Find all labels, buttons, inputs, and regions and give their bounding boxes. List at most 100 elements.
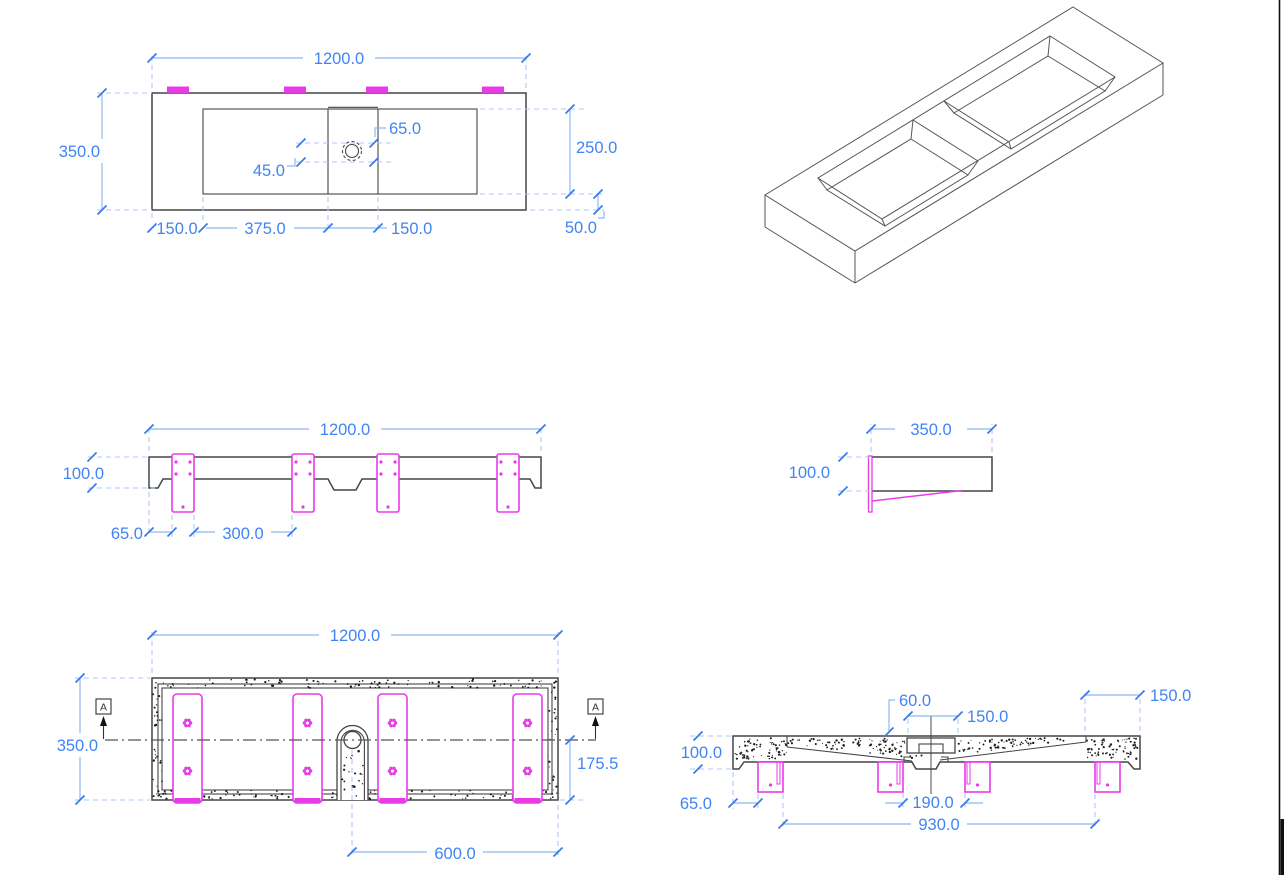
- mounting-bracket[interactable]: [496, 453, 520, 513]
- dim-tick-icon: [74, 672, 86, 684]
- bottom-view[interactable]: A A 1200.0 350.0 175.5 600.0: [44, 627, 618, 863]
- dim-tick-icon: [188, 526, 200, 538]
- dim-plan-edge-left[interactable]: 150.0: [156, 220, 197, 238]
- front-profile[interactable]: [148, 456, 542, 491]
- dim-section-bracket-edge[interactable]: 65.0: [680, 795, 712, 813]
- mounting-bracket[interactable]: [172, 693, 203, 804]
- drain-hole[interactable]: [344, 143, 360, 159]
- mounting-bracket[interactable]: [377, 693, 408, 804]
- bracket-side-profile: [871, 489, 963, 502]
- dim-front-height[interactable]: 100.0: [63, 465, 104, 483]
- wall-anchor-pad[interactable]: [167, 86, 189, 94]
- dim-plan-left-basin[interactable]: 375.0: [244, 220, 285, 238]
- section-profile[interactable]: [732, 735, 1141, 770]
- mounting-bracket[interactable]: [964, 761, 991, 793]
- dim-section-end-ledge[interactable]: 150.0: [1150, 687, 1191, 705]
- dim-plan-length[interactable]: 1200.0: [314, 50, 364, 68]
- iso-bridge-edge: [943, 100, 1010, 143]
- dim-front-bracket-edge[interactable]: 65.0: [111, 525, 143, 543]
- section-mounting-brackets[interactable]: [757, 761, 1121, 793]
- dim-section-drain-gap[interactable]: 190.0: [912, 794, 953, 812]
- isometric-view[interactable]: [764, 6, 1164, 284]
- dim-tick-icon: [86, 482, 98, 494]
- dim-bottom-center[interactable]: 175.5: [577, 755, 618, 773]
- wall-anchor-pad[interactable]: [284, 86, 306, 94]
- dim-tick-icon: [146, 629, 158, 641]
- front-dimensions: 1200.0 100.0 65.0 300.0: [63, 421, 542, 543]
- dim-plan-drain-a[interactable]: 65.0: [389, 120, 421, 138]
- dim-tick-icon: [727, 797, 739, 809]
- bottom-dimensions: 1200.0 350.0 175.5 600.0: [44, 627, 618, 863]
- dim-tick-icon: [959, 797, 971, 809]
- plan-view[interactable]: 1200.0 350.0 250.0 65.0 45.0 150.0 375.0…: [59, 49, 618, 238]
- dim-tick-icon: [752, 797, 764, 809]
- dim-tick-icon: [286, 526, 298, 538]
- dim-tick-icon: [552, 629, 564, 641]
- front-mounting-brackets[interactable]: [171, 453, 520, 513]
- dim-section-drain-boss[interactable]: 150.0: [967, 708, 1008, 726]
- dim-tick-icon: [902, 710, 914, 722]
- dim-plan-depth[interactable]: 350.0: [59, 143, 100, 161]
- dim-tick-icon: [952, 710, 964, 722]
- section-marker-right[interactable]: A: [587, 698, 604, 739]
- dim-tick-icon: [986, 423, 998, 435]
- mounting-bracket[interactable]: [291, 453, 315, 513]
- dim-plan-bridge[interactable]: 150.0: [391, 220, 432, 238]
- iso-top-face: [764, 6, 1164, 252]
- dim-tick-icon: [897, 797, 909, 809]
- dim-front-bracket-gap[interactable]: 300.0: [222, 525, 263, 543]
- basin-outline[interactable]: [202, 108, 478, 195]
- dim-tick-icon: [592, 204, 604, 216]
- dim-front-length[interactable]: 1200.0: [320, 421, 370, 439]
- mounting-bracket[interactable]: [877, 761, 904, 793]
- section-marker-left[interactable]: A: [95, 698, 112, 739]
- section-view[interactable]: 60.0 150.0 150.0 100.0 65.0 190.0 930.0: [680, 687, 1191, 834]
- dim-tick-icon: [692, 763, 704, 775]
- dim-end-height[interactable]: 100.0: [789, 464, 830, 482]
- wall-anchor-pad[interactable]: [366, 86, 388, 94]
- scrollbar-thumb[interactable]: [1280, 819, 1284, 875]
- iso-basin-rim: [817, 35, 1116, 220]
- dim-tick-icon: [143, 526, 155, 538]
- front-view[interactable]: 1200.0 100.0 65.0 300.0: [63, 421, 542, 543]
- bracket-side-plate[interactable]: [867, 455, 873, 513]
- dim-tick-icon: [1134, 689, 1146, 701]
- mounting-bracket[interactable]: [292, 693, 323, 804]
- dim-tick-icon: [552, 846, 564, 858]
- dim-tick-icon: [1089, 818, 1101, 830]
- mounting-bracket[interactable]: [757, 761, 784, 793]
- wall-anchor-pad[interactable]: [482, 86, 504, 94]
- dim-bottom-length[interactable]: 1200.0: [330, 627, 380, 645]
- dim-section-drain-recess[interactable]: 60.0: [899, 692, 931, 710]
- dim-tick-icon: [837, 485, 849, 497]
- section-arrow-icon: [592, 716, 599, 726]
- mounting-bracket[interactable]: [1094, 761, 1121, 793]
- section-arrow-icon: [100, 716, 107, 726]
- dim-plan-edge-right[interactable]: 50.0: [565, 219, 597, 237]
- mounting-bracket[interactable]: [512, 693, 543, 804]
- dim-tick-icon: [86, 451, 98, 463]
- dim-tick-icon: [564, 734, 576, 746]
- dim-bottom-depth[interactable]: 350.0: [57, 737, 98, 755]
- dim-tick-icon: [295, 137, 307, 149]
- dim-plan-basin[interactable]: 250.0: [576, 139, 617, 157]
- dim-tick-icon: [96, 204, 108, 216]
- dim-tick-icon: [1079, 689, 1091, 701]
- dim-tick-icon: [197, 222, 209, 234]
- dim-bottom-drain[interactable]: 600.0: [434, 845, 475, 863]
- dim-end-depth[interactable]: 350.0: [910, 421, 951, 439]
- drain-hole-dashed: [341, 140, 363, 162]
- dim-section-height[interactable]: 100.0: [681, 744, 722, 762]
- countertop-outline[interactable]: [151, 92, 527, 211]
- end-view[interactable]: 350.0 100.0: [789, 421, 993, 513]
- dim-plan-drain-b[interactable]: 45.0: [253, 162, 285, 180]
- dim-tick-icon: [322, 222, 334, 234]
- mounting-bracket[interactable]: [376, 453, 400, 513]
- bottom-mounting-brackets[interactable]: [172, 693, 543, 804]
- dim-tick-icon: [166, 526, 178, 538]
- end-profile[interactable]: [870, 456, 993, 492]
- mounting-bracket[interactable]: [171, 453, 195, 513]
- dim-section-bracket-span[interactable]: 930.0: [918, 816, 959, 834]
